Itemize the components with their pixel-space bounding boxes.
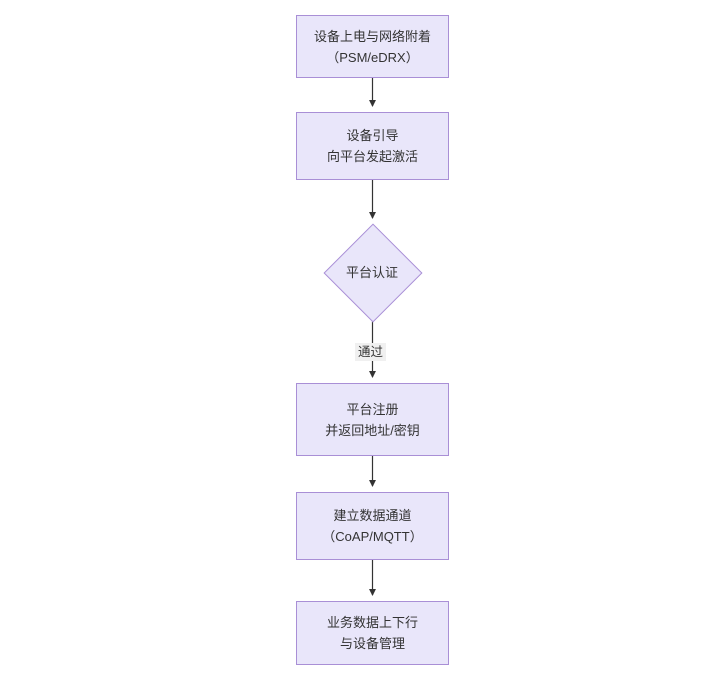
node-establish-data-channel-line1: 建立数据通道 <box>333 508 412 523</box>
node-business-data-management-line2: 与设备管理 <box>339 636 405 651</box>
node-device-bootstrap-line2: 向平台发起激活 <box>326 149 418 164</box>
node-device-power-on-line1: 设备上电与网络附着 <box>313 28 431 44</box>
node-platform-registration[interactable]: 平台注册 并返回地址/密钥 <box>296 383 449 456</box>
node-business-data-management-line1: 业务数据上下行 <box>326 615 418 630</box>
edge-label-auth-pass: 通过 <box>355 343 387 361</box>
node-device-power-on-line2: （PSM/eDRX） <box>326 49 419 65</box>
node-device-bootstrap[interactable]: 设备引导 向平台发起激活 <box>296 112 449 180</box>
node-platform-authentication[interactable]: 平台认证 <box>323 223 423 323</box>
node-establish-data-channel[interactable]: 建立数据通道 （CoAP/MQTT） <box>296 492 449 560</box>
node-establish-data-channel-line2: （CoAP/MQTT） <box>322 529 423 544</box>
node-device-power-on[interactable]: 设备上电与网络附着 （PSM/eDRX） <box>296 15 449 78</box>
node-platform-registration-line2: 并返回地址/密钥 <box>325 422 420 438</box>
node-platform-authentication-label: 平台认证 <box>345 264 398 280</box>
node-device-bootstrap-line1: 设备引导 <box>346 128 399 143</box>
node-business-data-management[interactable]: 业务数据上下行 与设备管理 <box>296 601 449 665</box>
node-platform-registration-line1: 平台注册 <box>346 401 399 417</box>
